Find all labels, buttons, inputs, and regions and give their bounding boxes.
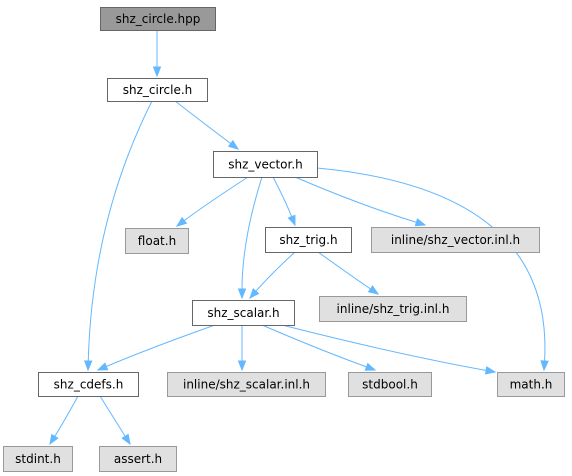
node-box — [213, 151, 318, 178]
edge-shz_cdefs_h-to-stdint_h — [49, 395, 79, 446]
edge-arrowhead — [84, 360, 93, 372]
edge-arrowhead — [237, 360, 247, 372]
node-inline-shz-trig-inl-h: inline/shz_trig.inl.h — [319, 296, 467, 322]
node-shz-scalar-h[interactable]: shz_scalar.h — [192, 300, 295, 326]
node-stdbool-h: stdbool.h — [348, 372, 432, 397]
edge-shz_vector_h-to-float_h — [175, 176, 249, 227]
node-box — [100, 7, 216, 31]
edge-line — [254, 251, 296, 293]
edges-layer — [49, 30, 549, 446]
node-box — [3, 446, 73, 472]
node-label: shz_circle.hpp — [116, 12, 201, 26]
node-box — [167, 372, 326, 397]
edge-shz_scalar_h-to-stdbool_h — [261, 324, 377, 371]
node-label: shz_scalar.h — [207, 306, 279, 320]
node-float-h: float.h — [125, 228, 189, 254]
node-inline-shz-scalar-inl-h: inline/shz_scalar.inl.h — [167, 372, 326, 397]
edge-shz_scalar_h-to-math_h — [281, 324, 497, 375]
edge-shz_circle_h-to-shz_cdefs_h — [84, 100, 153, 372]
edge-line — [317, 251, 372, 290]
node-label: shz_cdefs.h — [54, 378, 124, 392]
node-box — [319, 296, 467, 322]
node-box — [265, 227, 352, 253]
node-box — [38, 372, 139, 397]
node-assert-h: assert.h — [99, 446, 177, 472]
edge-arrowhead — [121, 433, 131, 446]
nodes-layer: shz_circle.hpp shz_circle.h shz_vector.hfl… — [3, 7, 565, 472]
edge-line — [87, 100, 153, 363]
edge-shz_cdefs_h-to-assert_h — [99, 395, 131, 446]
edge-arrowhead — [249, 288, 260, 300]
node-box — [497, 372, 565, 397]
edge-arrowhead — [237, 288, 247, 300]
edge-shz_trig_h-to-inline_shz_trig_inl_h — [317, 251, 380, 295]
edge-arrowhead — [49, 433, 59, 446]
edge-arrowhead — [540, 360, 549, 372]
edge-shz_circle_h-to-shz_vector_h — [174, 100, 240, 150]
edge-arrowhead — [367, 285, 380, 295]
edge-arrowhead — [364, 362, 377, 371]
edge-arrowhead — [414, 218, 427, 227]
edge-line — [272, 176, 293, 218]
node-label: shz_circle.h — [123, 83, 193, 97]
edge-line — [261, 324, 368, 368]
edge-shz_vector_h-to-shz_trig_h — [272, 176, 296, 227]
edge-line — [316, 167, 546, 363]
edge-shz_trig_h-to-shz_scalar_h — [249, 251, 296, 300]
edge-shz_vector_h-to-shz_scalar_h — [237, 176, 263, 300]
node-box — [99, 446, 177, 472]
node-box — [107, 78, 208, 102]
node-label: shz_vector.h — [228, 158, 303, 172]
node-box — [192, 300, 295, 326]
node-label: inline/shz_vector.inl.h — [391, 233, 520, 247]
node-math-h: math.h — [497, 372, 565, 397]
edge-line — [294, 176, 418, 224]
edge-arrowhead — [152, 66, 162, 78]
edge-arrowhead — [287, 214, 296, 227]
node-box — [371, 227, 540, 253]
edge-arrowhead — [96, 362, 109, 371]
node-shz-trig-h[interactable]: shz_trig.h — [265, 227, 352, 253]
edge-shz_vector_h-to-math_h — [316, 167, 549, 372]
edge-line — [53, 395, 79, 438]
edge-arrowhead — [175, 216, 188, 227]
node-label: assert.h — [114, 452, 162, 466]
node-label: math.h — [510, 378, 553, 392]
edge-arrowhead — [484, 366, 497, 375]
node-stdint-h: stdint.h — [3, 446, 73, 472]
node-label: inline/shz_trig.inl.h — [337, 302, 450, 316]
edge-shz_scalar_h-to-inline_shz_scalar_inl_h — [237, 325, 247, 372]
edge-shz_scalar_h-to-shz_cdefs_h — [96, 324, 216, 371]
edge-line — [241, 176, 263, 291]
node-shz-circle-hpp[interactable]: shz_circle.hpp — [100, 7, 216, 31]
node-shz-circle-h[interactable]: shz_circle.h — [107, 78, 208, 102]
node-label: inline/shz_scalar.inl.h — [183, 378, 310, 392]
edge-line — [174, 100, 232, 145]
edge-line — [183, 176, 249, 222]
edge-line — [99, 395, 127, 438]
edge-line — [281, 324, 488, 372]
node-shz-cdefs-h[interactable]: shz_cdefs.h — [38, 372, 139, 397]
edge-shz_circle_hpp-to-shz_circle_h — [152, 30, 162, 78]
edge-arrowhead — [227, 139, 240, 150]
node-label: float.h — [138, 234, 176, 248]
node-box — [348, 372, 432, 397]
node-shz-vector-h[interactable]: shz_vector.h — [213, 151, 318, 178]
node-label: shz_trig.h — [279, 233, 337, 247]
node-label: stdbool.h — [362, 378, 418, 392]
node-inline-shz-vector-inl-h: inline/shz_vector.inl.h — [371, 227, 540, 253]
edge-shz_vector_h-to-inline_shz_vector_inl_h — [294, 176, 427, 227]
node-label: stdint.h — [15, 452, 61, 466]
node-box — [125, 228, 189, 254]
edge-line — [105, 324, 216, 368]
